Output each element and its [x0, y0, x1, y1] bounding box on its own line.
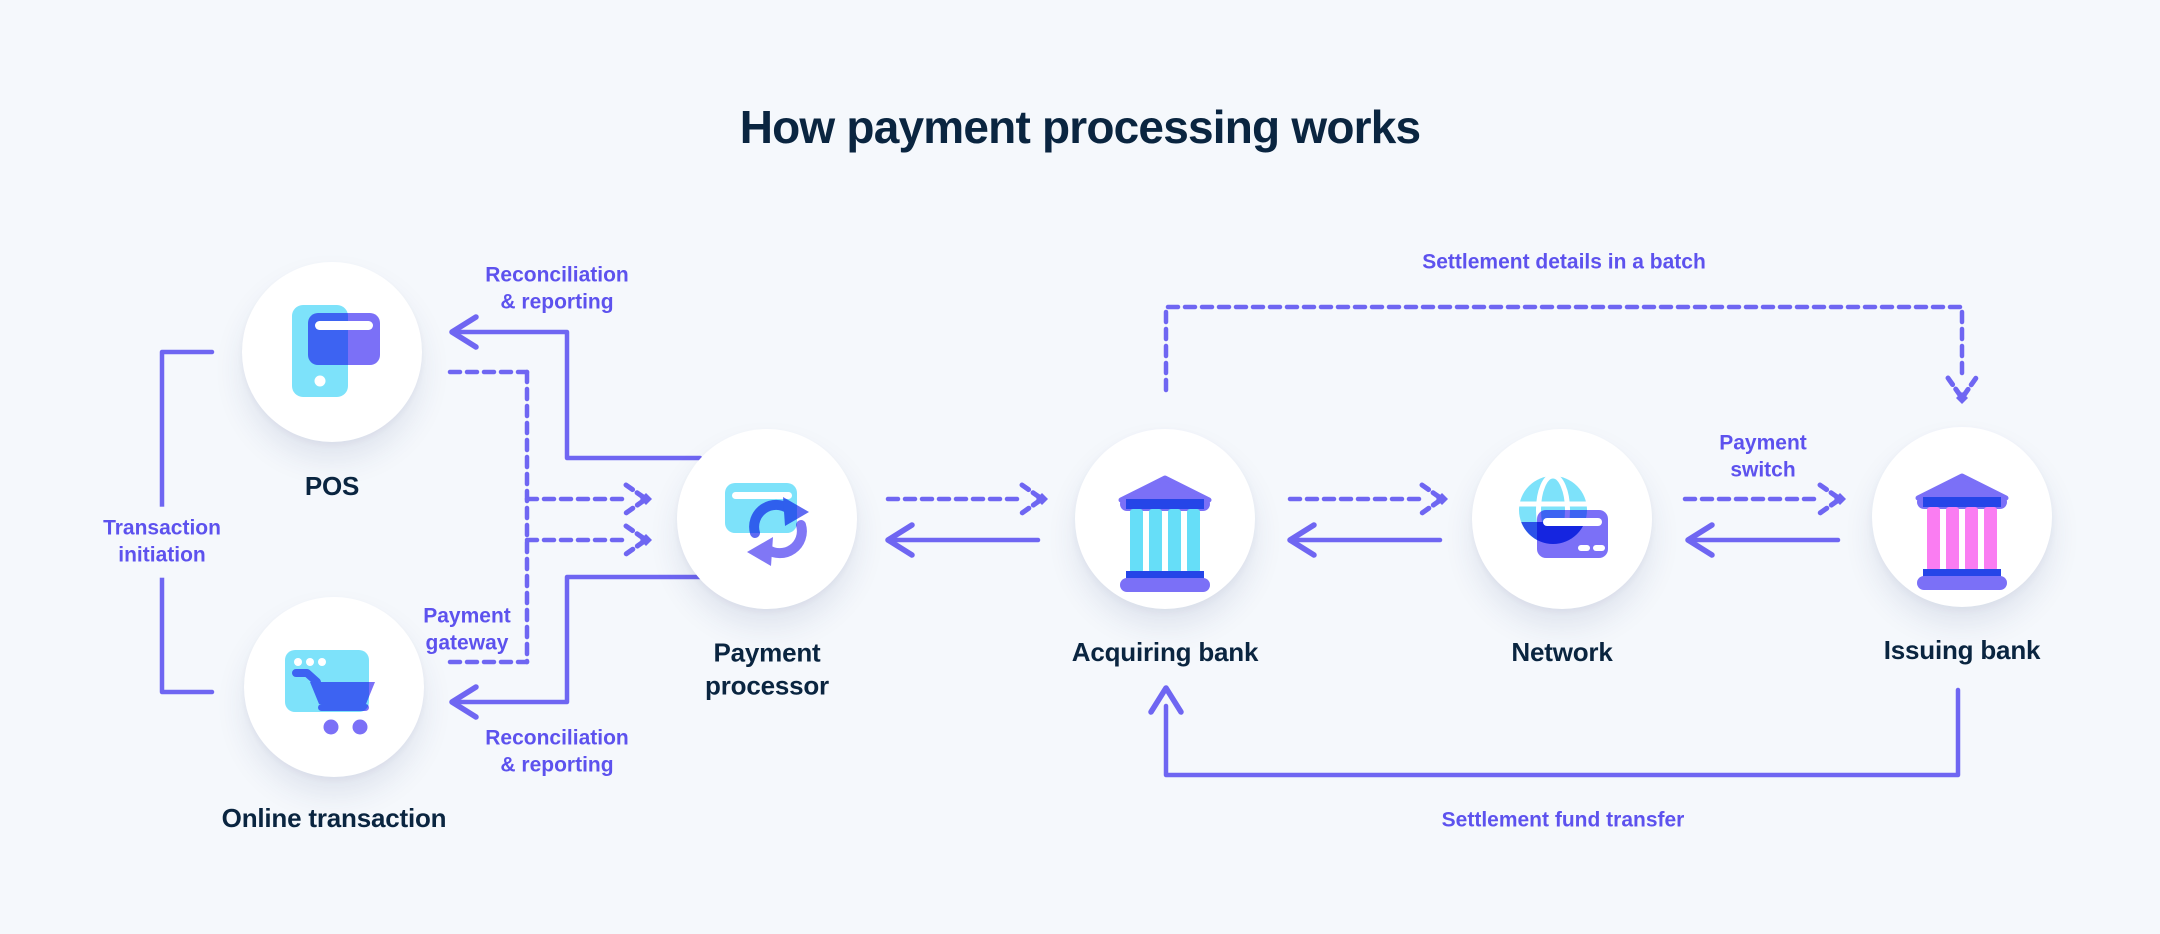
node-pos	[242, 262, 422, 442]
edge-label-payment-gateway: Payment gateway	[423, 604, 511, 655]
node-label-network: Network	[1511, 636, 1613, 667]
edge-settlement-batch	[1163, 304, 1965, 393]
node-issuing-bank	[1872, 427, 2052, 607]
arrowhead-left-online	[449, 684, 479, 720]
node-label-online-transaction: Online transaction	[221, 802, 447, 833]
edge-label-settlement-fund-transfer: Settlement fund transfer	[1441, 808, 1685, 832]
arrow-tip	[1834, 493, 1846, 505]
edge-label-reconciliation-reporting-online: Reconciliation & reporting	[485, 726, 629, 777]
node-label-pos: POS	[304, 470, 360, 501]
node-network	[1472, 429, 1652, 609]
globe-card-icon	[1519, 473, 1608, 558]
arrowhead-down-issuing	[1945, 375, 1979, 401]
edge-label-transaction-initiation: Transaction initiation	[99, 506, 225, 578]
arrowhead-right-network	[1419, 482, 1445, 516]
arrowhead-right-processor-lower	[623, 523, 649, 557]
arrow-tip	[640, 493, 652, 505]
arrow-tip	[1436, 493, 1448, 505]
edge-processor-to-pos	[455, 329, 703, 461]
arrow-tip	[1036, 493, 1048, 505]
arrowhead-left-network	[1685, 522, 1715, 558]
arrowhead-up-acquiring	[1148, 685, 1184, 715]
node-online-transaction	[244, 597, 424, 777]
bank-icon	[1118, 475, 1212, 592]
node-payment-processor	[677, 429, 857, 609]
edge-label-settlement-details-batch: Settlement details in a batch	[1422, 250, 1706, 274]
card-sync-icon	[725, 483, 809, 566]
pos-card-phone-icon	[292, 305, 380, 397]
edge-processor-to-online	[455, 574, 703, 705]
arrowhead-left-acquiring	[1287, 522, 1317, 558]
arrow-tip	[640, 534, 652, 546]
node-label-issuing-bank: Issuing bank	[1883, 634, 2041, 665]
edge-settlement-fund-transfer	[1163, 687, 1961, 778]
arrowhead-right-processor-upper	[623, 482, 649, 516]
node-label-payment-processor: Payment processor	[705, 637, 829, 701]
shopping-cart-browser-icon	[285, 650, 375, 735]
arrow-tip	[1956, 392, 1968, 404]
arrowhead-right-acquiring	[1019, 482, 1045, 516]
bank-icon	[1915, 473, 2009, 590]
edge-label-payment-switch: Payment switch	[1719, 431, 1807, 482]
edge-label-reconciliation-reporting-pos: Reconciliation & reporting	[485, 263, 629, 314]
arrowhead-left-processor	[885, 522, 915, 558]
node-label-acquiring-bank: Acquiring bank	[1071, 636, 1259, 667]
arrowhead-right-issuing	[1817, 482, 1843, 516]
arrowhead-left-pos	[449, 314, 479, 350]
page-title: How payment processing works	[739, 101, 1421, 153]
node-acquiring-bank	[1075, 429, 1255, 609]
